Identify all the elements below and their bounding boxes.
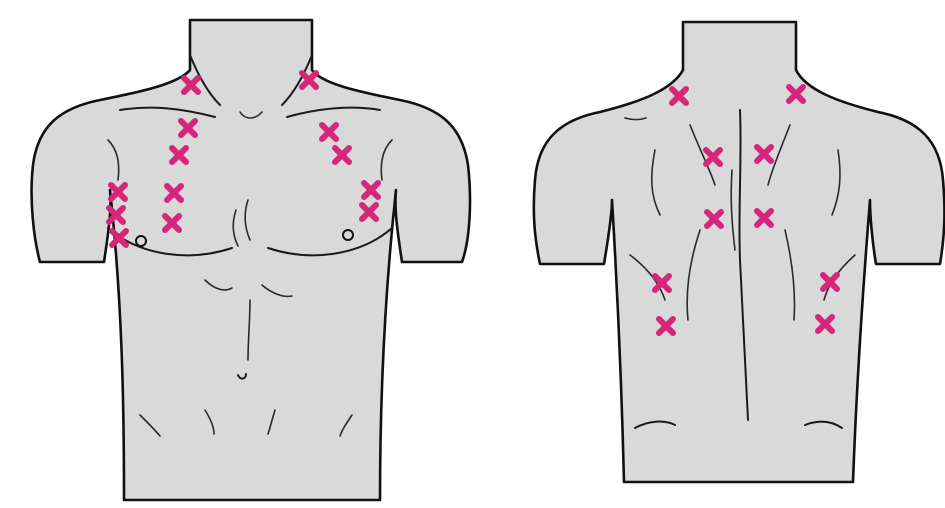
back-torso-view xyxy=(534,22,945,482)
front-torso-view xyxy=(32,20,470,500)
front-torso-silhouette xyxy=(32,20,470,500)
